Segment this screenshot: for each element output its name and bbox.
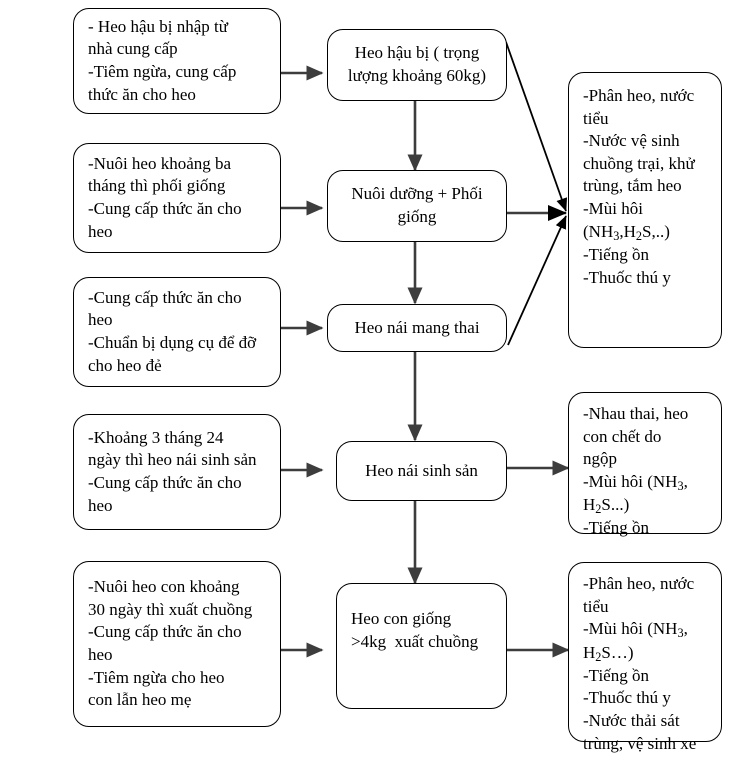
input-box-5[interactable]: -Nuôi heo con khoảng 30 ngày thì xuất ch… [73,561,281,727]
process-box-4-text: Heo nái sinh sản [365,460,478,480]
process-box-1-text: Heo hậu bị ( trọng lượng khoảng 60kg) [347,43,487,85]
process-box-3-text: Heo nái mang thai [354,317,480,337]
input-box-2[interactable]: -Nuôi heo khoảng ba tháng thì phối giống… [73,143,281,253]
connector-p1-to-out1 [505,41,568,212]
process-box-5[interactable]: Heo con giống >4kg xuất chuồng [336,583,507,709]
connector-p3-to-out1 [507,215,567,346]
process-box-2[interactable]: Nuôi dưỡng + Phối giống [327,170,507,242]
process-box-3[interactable]: Heo nái mang thai [327,304,507,352]
input-box-4[interactable]: -Khoảng 3 tháng 24 ngày thì heo nái sinh… [73,414,281,530]
input-box-4-text: -Khoảng 3 tháng 24 ngày thì heo nái sinh… [88,427,257,515]
input-box-5-text: -Nuôi heo con khoảng 30 ngày thì xuất ch… [88,577,253,710]
input-box-1[interactable]: - Heo hậu bị nhập từ nhà cung cấp -Tiêm … [73,8,281,114]
process-box-5-text: Heo con giống >4kg xuất chuồng [351,609,479,651]
process-box-4[interactable]: Heo nái sinh sản [336,441,507,501]
input-box-1-text: - Heo hậu bị nhập từ nhà cung cấp -Tiêm … [88,16,237,104]
input-box-3-text: -Cung cấp thức ăn cho heo -Chuẩn bị dụng… [88,287,257,375]
process-box-2-text: Nuôi dưỡng + Phối giống [351,184,483,226]
input-box-3[interactable]: -Cung cấp thức ăn cho heo -Chuẩn bị dụng… [73,277,281,387]
input-box-2-text: -Nuôi heo khoảng ba tháng thì phối giống… [88,153,242,241]
process-box-1[interactable]: Heo hậu bị ( trọng lượng khoảng 60kg) [327,29,507,101]
